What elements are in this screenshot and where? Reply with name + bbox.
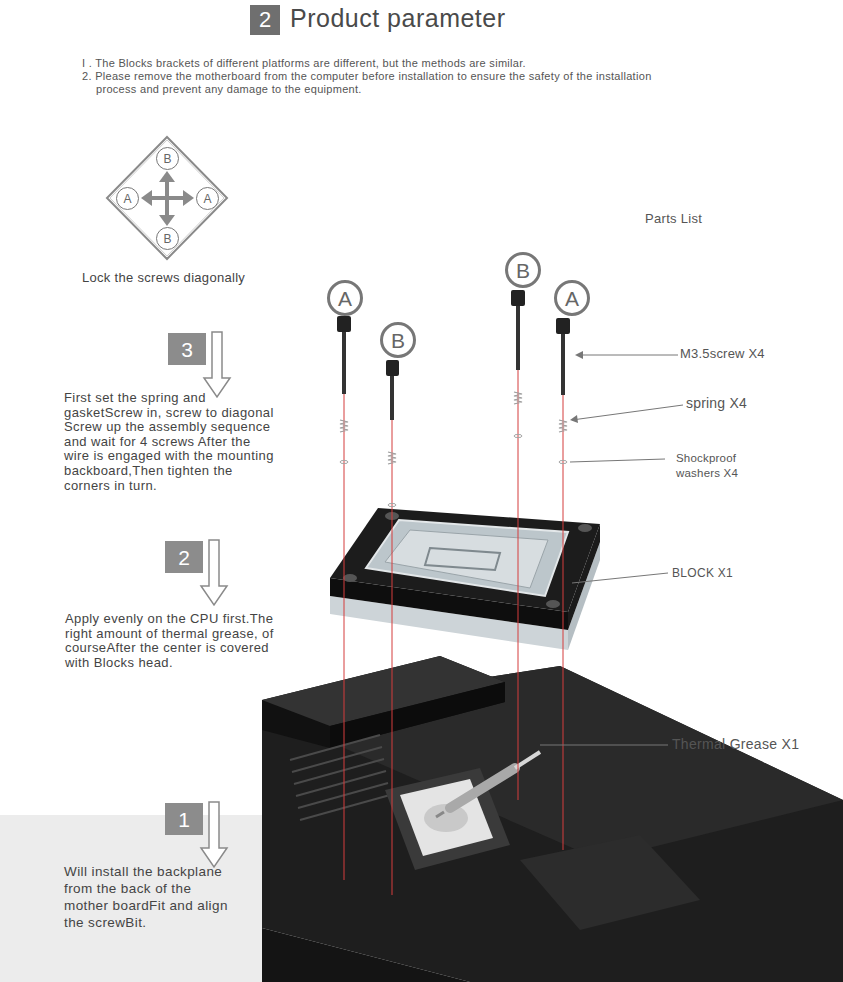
part-label: spring X4: [686, 395, 747, 411]
section-number: 2: [250, 5, 280, 35]
step-text: First set the spring and gasketScrew in,…: [64, 391, 274, 493]
node-text: 2: [259, 9, 271, 31]
node-text: 1: [178, 809, 190, 830]
step-text: Apply evenly on the CPU first.The right …: [65, 612, 277, 670]
page-title: Product parameter: [290, 4, 506, 33]
step-number: 2: [165, 541, 203, 573]
washers: [340, 434, 567, 506]
node-text: A: [203, 193, 211, 205]
node-text: A: [565, 288, 579, 309]
screw-callout: A: [554, 280, 590, 316]
leader-lines: [540, 351, 683, 745]
part-label: Thermal Grease X1: [672, 736, 799, 753]
springs: [340, 392, 567, 464]
water-block: [330, 508, 600, 650]
step-number: 1: [165, 803, 203, 835]
diagonal-letter: B: [156, 147, 179, 170]
node-text: 2: [178, 547, 190, 568]
screw-callout: B: [505, 252, 541, 288]
node-text: 3: [181, 339, 193, 360]
node-text: A: [123, 193, 131, 205]
part-label: BLOCK X1: [672, 565, 733, 581]
note-text: 2. Please remove the motherboard from th…: [82, 70, 656, 96]
node-text: B: [391, 330, 405, 351]
caption-text: Lock the screws diagonally: [82, 270, 245, 286]
screw-callout: A: [327, 280, 363, 316]
note-text: I . The Blocks brackets of different pla…: [82, 57, 722, 70]
diagonal-diamond: [107, 137, 227, 259]
cross-arrows: [141, 171, 194, 226]
node-text: B: [516, 260, 530, 281]
node-text: B: [163, 233, 171, 245]
diagonal-letter: A: [196, 187, 219, 210]
screw-callout: B: [380, 322, 416, 358]
step-text: Will install the backplane from the back…: [64, 863, 239, 931]
screws: [337, 290, 570, 420]
diamond-inner: [110, 140, 224, 256]
grease-syringe: [436, 752, 540, 817]
diagonal-letter: A: [116, 187, 139, 210]
node-text: A: [338, 288, 352, 309]
diagonal-letter: B: [156, 227, 179, 250]
guide-lines: [344, 370, 563, 895]
part-label: Shockproof washers X4: [676, 451, 766, 481]
motherboard: [262, 656, 843, 982]
part-label: M3.5screw X4: [680, 346, 765, 362]
step-number: 3: [168, 333, 206, 365]
section-label: Parts List: [645, 211, 702, 227]
node-text: B: [163, 153, 171, 165]
